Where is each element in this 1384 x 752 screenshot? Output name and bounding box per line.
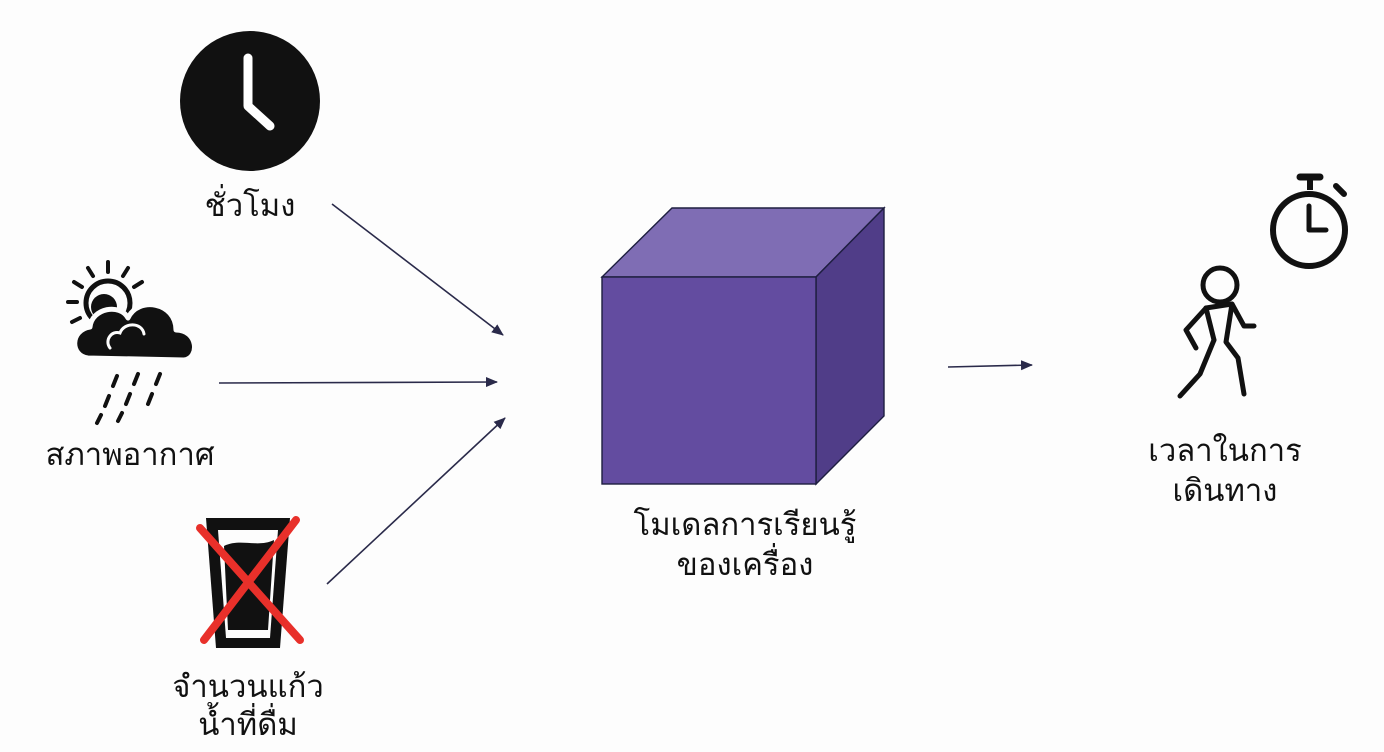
weather-label: สภาพอากาศ bbox=[45, 437, 215, 473]
weather-sun-cloud-rain-icon bbox=[66, 260, 197, 425]
model-label: โมเดลการเรียนรู้ ของเครื่อง bbox=[633, 507, 857, 583]
arrow-weather-to-model bbox=[218, 377, 498, 388]
cube-icon bbox=[600, 206, 886, 486]
arrow-glasses-to-model bbox=[326, 417, 506, 585]
walking-person-icon bbox=[1177, 265, 1257, 399]
glasses-label: จำนวนแก้ว น้ำที่ดื่ม bbox=[172, 669, 324, 743]
stopwatch-icon bbox=[1270, 173, 1348, 269]
clock-icon bbox=[180, 31, 320, 171]
arrow-model-to-output bbox=[947, 360, 1033, 371]
output-label: เวลาในการ เดินทาง bbox=[1148, 433, 1302, 509]
arrow-hour-to-model bbox=[331, 203, 504, 336]
crossed-out-glass-icon bbox=[196, 516, 304, 648]
hour-label: ชั่วโมง bbox=[204, 188, 296, 224]
